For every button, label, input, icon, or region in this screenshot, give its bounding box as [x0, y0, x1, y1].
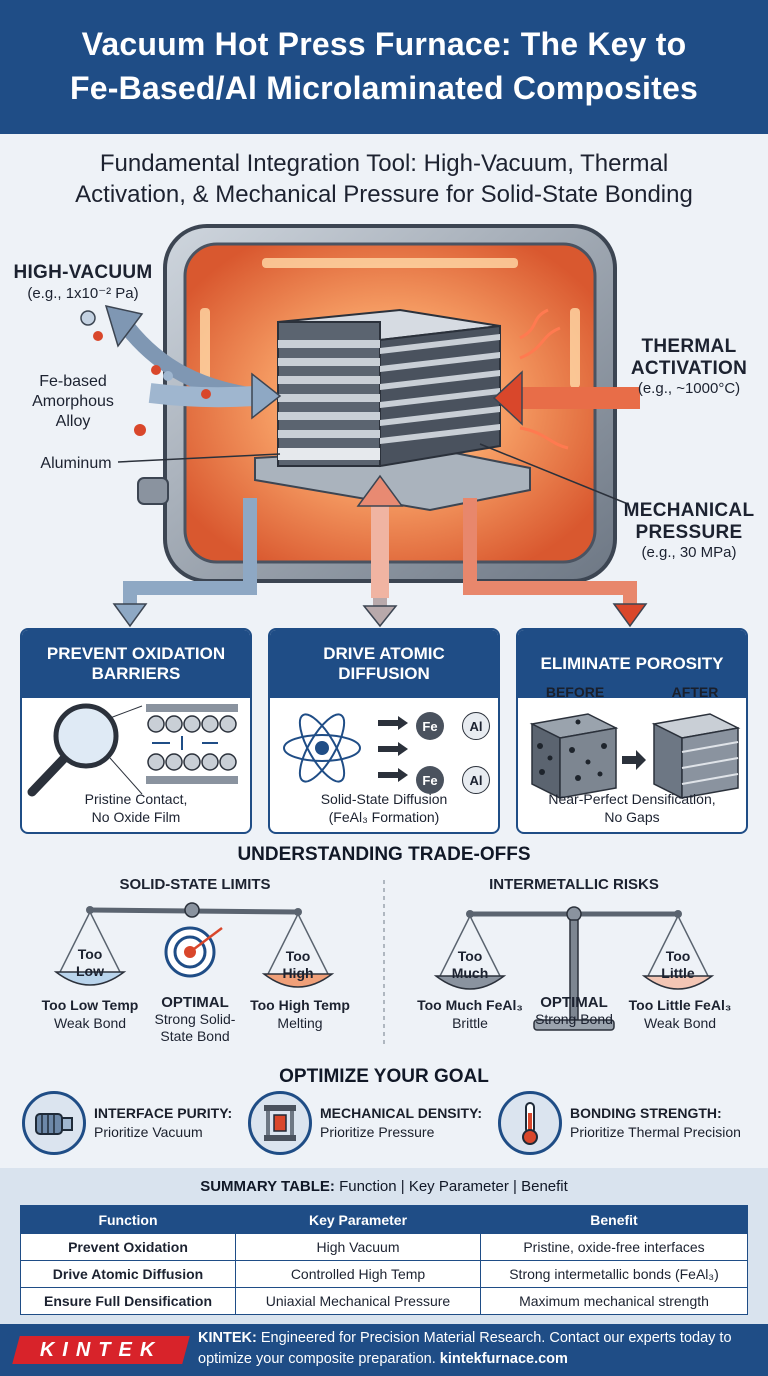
- atom-fe: Fe: [416, 712, 444, 740]
- magnifier-icon: [27, 703, 238, 797]
- card-caption: Solid-State Diffusion (FeAl₃ Formation): [320, 791, 448, 825]
- heating-element-top: [262, 258, 518, 268]
- atom-al: Al: [462, 766, 490, 794]
- press-icon: [248, 1091, 312, 1155]
- laminate-stack: [277, 308, 501, 468]
- vacuum-title: HIGH-VACUUM: [13, 262, 153, 283]
- subtitle-line-1: Fundamental Integration Tool: High-Vacuu…: [99, 150, 669, 177]
- aluminum-label: Aluminum: [40, 455, 112, 472]
- subtitle-line-2: Activation, & Mechanical Pressure for So…: [75, 181, 693, 208]
- card-caption: Near-Perfect Densification, No Gaps: [548, 791, 716, 825]
- vacuum-pump-icon: [22, 1091, 86, 1155]
- balance-scales: [53, 880, 715, 1045]
- title-line-1: Vacuum Hot Press Furnace: The Key to: [81, 26, 687, 62]
- header-banner: Vacuum Hot Press Furnace: The Key to Fe-B…: [0, 0, 768, 134]
- card-title: ELIMINATE POROSITY: [518, 630, 746, 698]
- footer: KINTEK KINTEK: Engineered for Precision …: [0, 1324, 768, 1376]
- atom-diffusion-graphic: [283, 713, 408, 783]
- intermetallic-title: INTERMETALLIC RISKS: [489, 876, 659, 893]
- thermal-value: (e.g., ~1000°C): [637, 380, 741, 397]
- vacuum-value: (e.g., 1x10⁻² Pa): [27, 285, 139, 302]
- card-prevent-oxidation: PREVENT OXIDATION BARRIERS Pristine Cont…: [20, 628, 252, 834]
- thermometer-icon: [498, 1091, 562, 1155]
- table-row: Drive Atomic Diffusion Controlled High T…: [20, 1260, 748, 1288]
- title-line-2: Fe-Based/Al Microlaminated Composites: [70, 70, 698, 106]
- card-eliminate-porosity: ELIMINATE POROSITY BEFORE AFTER Near-Per…: [516, 628, 748, 834]
- kintek-logo[interactable]: KINTEK: [12, 1336, 190, 1364]
- heating-element-left: [200, 308, 210, 388]
- vacuum-label: HIGH-VACUUM (e.g., 1x10⁻² Pa): [8, 262, 158, 302]
- densification-graphic: [529, 713, 741, 800]
- scale-right: [433, 906, 715, 1031]
- table-row: Ensure Full Densification Uniaxial Mecha…: [20, 1287, 748, 1315]
- subtitle: Fundamental Integration Tool: High-Vacuu…: [0, 148, 768, 210]
- fe-alloy-label: Fe-based Amorphous Alloy: [32, 373, 114, 430]
- heating-element-right: [570, 308, 580, 388]
- furnace-illustration: HIGH-VACUUM (e.g., 1x10⁻² Pa) Fe-based A…: [0, 218, 768, 628]
- column-header: Key Parameter: [235, 1205, 481, 1234]
- column-header: Benefit: [480, 1205, 748, 1234]
- card-caption: Pristine Contact, No Oxide Film: [84, 791, 188, 825]
- goal-bonding-strength: BONDING STRENGTH:Prioritize Thermal Prec…: [498, 1088, 741, 1158]
- summary-table: Function Key Parameter Benefit Prevent O…: [20, 1205, 748, 1315]
- tradeoffs-section: SOLID-STATE LIMITS INTERMETALLIC RISKS T…: [0, 840, 768, 1055]
- card-title: DRIVE ATOMIC DIFFUSION: [270, 630, 498, 698]
- table-row: Prevent Oxidation High Vacuum Pristine, …: [20, 1233, 748, 1261]
- column-header: Function: [20, 1205, 236, 1234]
- furnace-svg: [80, 224, 648, 628]
- page-title: Vacuum Hot Press Furnace: The Key to Fe-B…: [0, 22, 768, 110]
- thermal-label: THERMAL ACTIVATION (e.g., ~1000°C): [614, 336, 764, 397]
- atom-icon: [283, 713, 361, 783]
- summary-title: SUMMARY TABLE: Function | Key Parameter …: [200, 1178, 568, 1195]
- website-link[interactable]: kintekfurnace.com: [439, 1351, 568, 1367]
- card-drive-diffusion: DRIVE ATOMIC DIFFUSION Fe Al Fe Al Solid…: [268, 628, 500, 834]
- goal-mechanical-density: MECHANICAL DENSITY:Prioritize Pressure: [248, 1088, 482, 1158]
- summary-section: SUMMARY TABLE: Function | Key Parameter …: [0, 1168, 768, 1324]
- atom-fe: Fe: [416, 766, 444, 794]
- pressure-value: (e.g., 30 MPa): [641, 544, 737, 561]
- before-label: BEFORE: [545, 684, 605, 700]
- card-title: PREVENT OXIDATION BARRIERS: [22, 630, 250, 698]
- goal-interface-purity: INTERFACE PURITY:Prioritize Vacuum: [22, 1088, 232, 1158]
- pressure-label: MECHANICAL PRESSURE (e.g., 30 MPa): [614, 500, 764, 561]
- tradeoffs-title: UNDERSTANDING TRADE-OFFS: [237, 844, 531, 865]
- furnace-handle: [137, 477, 169, 505]
- scale-left: [53, 902, 335, 988]
- solid-state-title: SOLID-STATE LIMITS: [119, 876, 271, 893]
- atom-al: Al: [462, 712, 490, 740]
- goal-title: OPTIMIZE YOUR GOAL: [279, 1066, 489, 1087]
- footer-text: KINTEK: Engineered for Precision Materia…: [198, 1330, 732, 1367]
- after-label: AFTER: [671, 684, 719, 700]
